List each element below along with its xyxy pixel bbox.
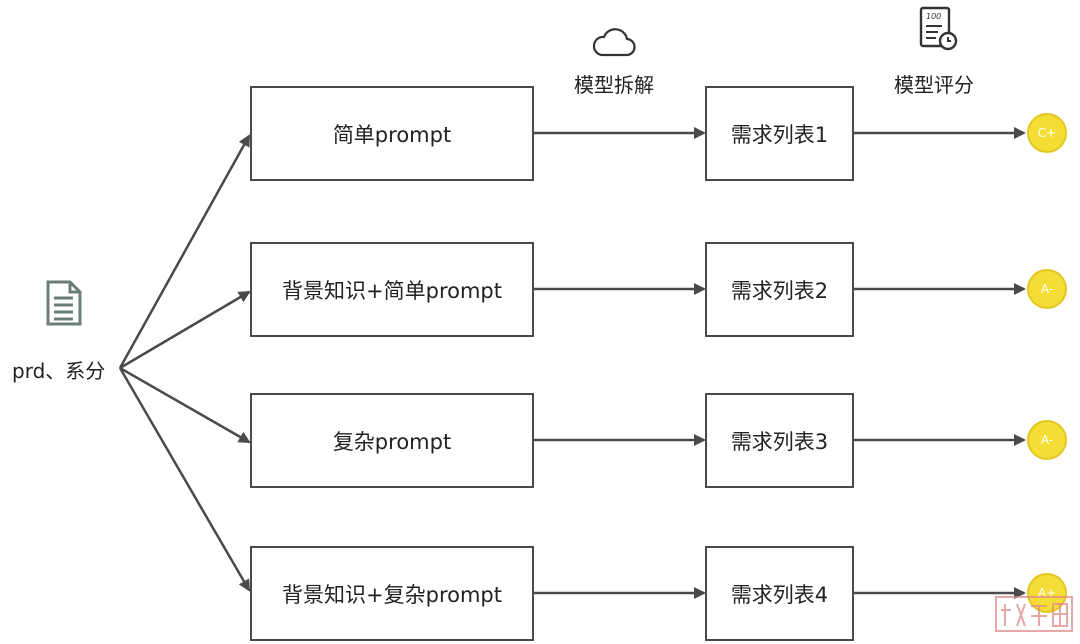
source-label: prd、系分: [12, 359, 106, 383]
arrow-source-to-prompt-3: [119, 366, 251, 444]
prompt-box-1: 简单prompt: [250, 86, 534, 181]
score-label: 模型评分: [894, 73, 974, 97]
grade-badge-1: C+: [1027, 113, 1067, 153]
prompt-box-2: 背景知识+简单prompt: [250, 242, 534, 337]
arrow-source-to-prompt-1: [118, 134, 251, 369]
grade-badge-3: A-: [1027, 420, 1067, 460]
grade-badge-2: A-: [1027, 269, 1067, 309]
result-box-3: 需求列表3: [705, 393, 854, 488]
prompt-box-3: 复杂prompt: [250, 393, 534, 488]
svg-text:100: 100: [926, 12, 941, 21]
decompose-label: 模型拆解: [574, 73, 654, 97]
arrow-source-to-prompt-2: [119, 290, 251, 370]
result-box-1: 需求列表1: [705, 86, 854, 181]
document-icon: [46, 280, 82, 326]
score-report-icon: 100: [919, 6, 958, 51]
arrow-source-to-prompt-4: [118, 367, 251, 592]
result-box-2: 需求列表2: [705, 242, 854, 337]
cloud-icon: [592, 28, 636, 57]
result-box-4: 需求列表4: [705, 546, 854, 641]
prompt-box-4: 背景知识+复杂prompt: [250, 546, 534, 641]
watermark-stamp: [995, 596, 1073, 632]
